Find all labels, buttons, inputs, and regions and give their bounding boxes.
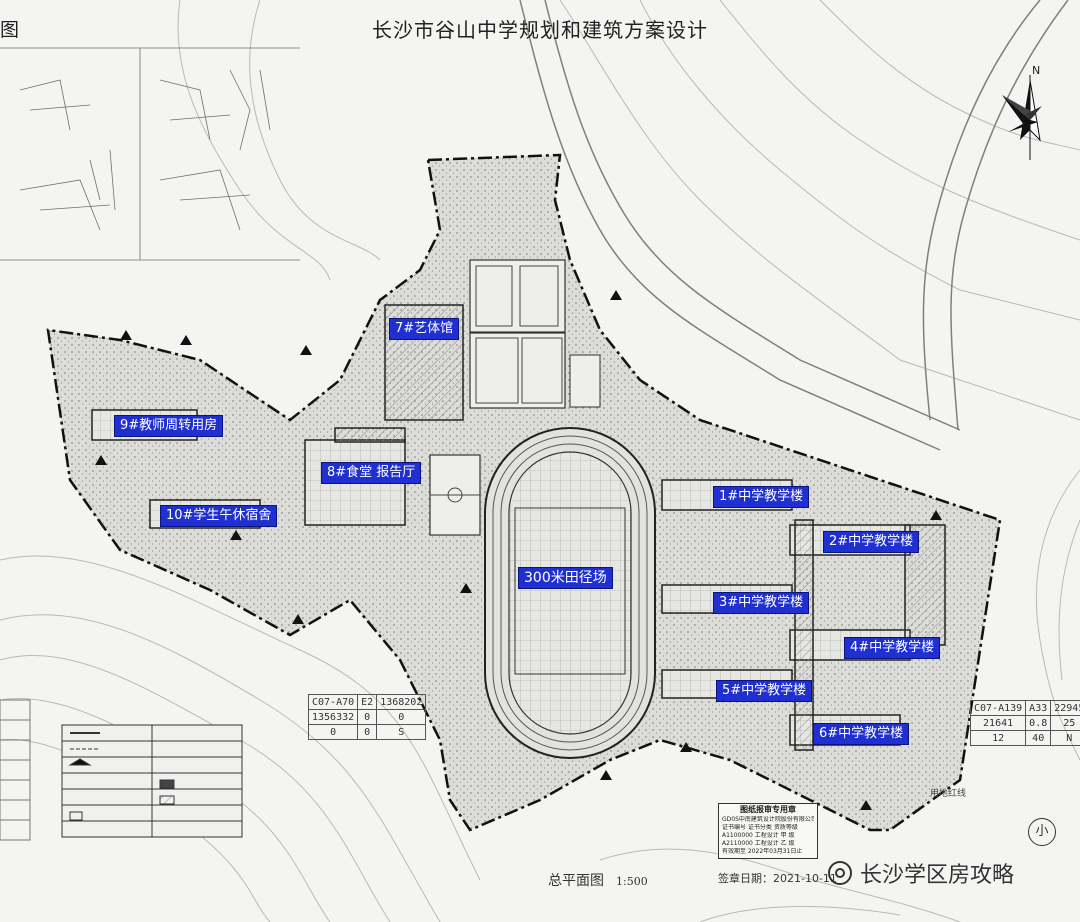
label-teacher-housing[interactable]: 9#教师周转用房 [114,415,224,437]
table-cell: 12 [969,730,1027,746]
label-dormitory[interactable]: 10#学生午休宿舍 [160,505,278,527]
watermark: 长沙学区房攻略 [828,858,1014,888]
table-cell: 40 [1025,730,1052,746]
table-row: C07-A70 E2 1368202 [307,694,427,710]
label-teaching-6[interactable]: 6#中学教学楼 [813,723,910,745]
table-cell: 0 [307,724,359,740]
circle-stamp: 小 [1028,818,1056,846]
table-row: 1356332 0 0 [307,709,427,725]
table-cell: C07-A139 [969,700,1027,716]
boundary-markers [95,290,942,810]
plan-scale: 1:500 [616,875,648,888]
title-fragment: 图 [0,19,20,41]
approval-stamp-box: 图纸报审专用章 GD0S中南建筑设计院股份有限公司 证书编号 证书分类 资质等级… [718,803,818,859]
table-cell: 21641 [969,715,1027,731]
approval-line: 有效期至 2022年03月31日止 [722,848,803,855]
approval-line: A2110000 工程设计 乙 级 [722,840,795,847]
sports-courts [429,259,601,536]
table-cell: 1356332 [307,709,359,725]
wechat-icon [828,861,852,885]
watermark-text: 长沙学区房攻略 [860,863,1015,888]
elevation-list [0,699,31,841]
table-cell: 0 [357,724,378,740]
plan-date: 签章日期：2021-10-11 [718,872,837,885]
plan-name: 总平面图 [548,873,604,889]
left-data-table: C07-A70 E2 1368202 1356332 0 0 0 0 S [307,694,427,740]
north-label: N [1032,64,1041,77]
table-cell: 25 [1050,715,1080,731]
running-track [484,427,656,759]
table-cell: C07-A70 [307,694,359,710]
label-teaching-2[interactable]: 2#中学教学楼 [823,531,920,553]
table-cell: N [1050,730,1080,746]
road-curves [519,0,1069,451]
table-row: C07-A139 A33 22945 [969,700,1080,716]
legend-block [61,724,243,838]
table-cell: S [376,724,427,740]
table-cell: E2 [357,694,378,710]
land-boundary-note: 用地红线 [930,789,967,799]
approval-line: GD0S中南建筑设计院股份有限公司 [722,816,814,823]
table-row: 21641 0.8 25 [969,715,1080,731]
label-art-hall[interactable]: 7#艺体馆 [389,318,460,340]
label-track[interactable]: 300米田径场 [518,567,613,589]
approval-title: 图纸报审专用章 [740,805,796,814]
table-row: 12 40 N [969,730,1080,746]
detail-drawings [0,47,300,261]
label-teaching-4[interactable]: 4#中学教学楼 [844,637,941,659]
table-row: 0 0 S [307,724,427,740]
approval-line: 证书编号 证书分类 资质等级 [722,824,798,831]
table-cell: 22945 [1050,700,1080,716]
label-canteen[interactable]: 8#食堂 报告厅 [321,462,422,484]
page-title: 长沙市谷山中学规划和建筑方案设计 [372,18,708,42]
label-teaching-5[interactable]: 5#中学教学楼 [716,680,813,702]
table-cell: 0 [357,709,378,725]
label-teaching-1[interactable]: 1#中学教学楼 [713,486,810,508]
table-cell: 1368202 [376,694,427,710]
north-arrow [1002,75,1042,160]
table-cell: 0 [376,709,427,725]
approval-line: A1100000 工程设计 甲 级 [722,832,795,839]
plan-caption: 总平面图 1:500 [548,870,648,890]
table-cell: A33 [1025,700,1052,716]
table-cell: 0.8 [1025,715,1052,731]
label-teaching-3[interactable]: 3#中学教学楼 [713,592,810,614]
right-data-table: C07-A139 A33 22945 21641 0.8 25 12 40 N [969,700,1080,746]
